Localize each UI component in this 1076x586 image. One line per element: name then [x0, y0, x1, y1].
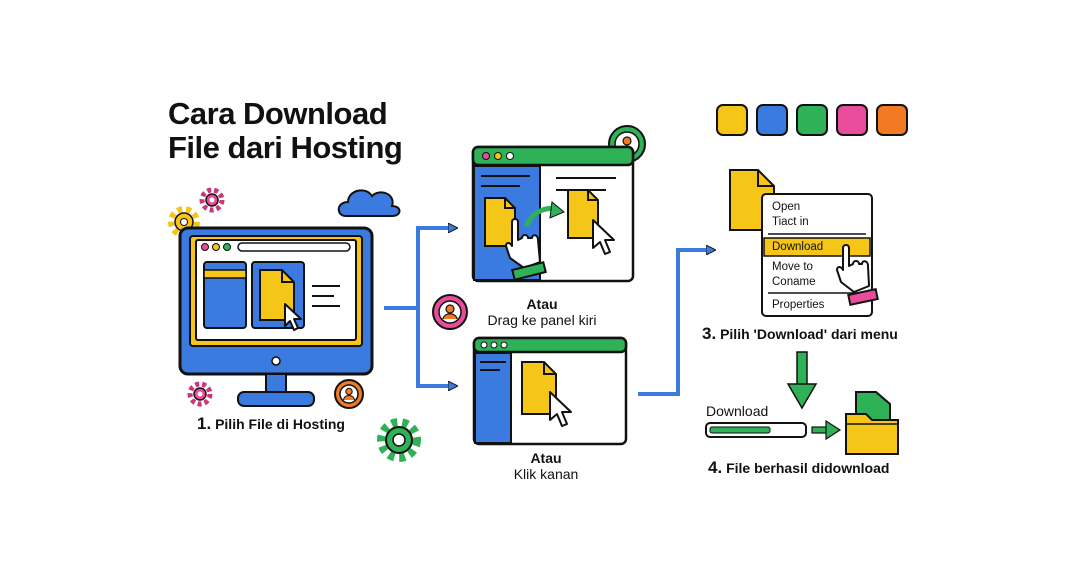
- step-text: Pilih 'Download' dari menu: [720, 326, 898, 342]
- download-label: Download: [706, 403, 769, 419]
- cursor-icon: [549, 391, 572, 427]
- file-icon: [567, 189, 599, 239]
- download-progress: [705, 422, 807, 438]
- swatch-orange: [876, 104, 908, 136]
- step-1-label: 1. Pilih File di Hosting: [197, 414, 345, 434]
- cursor-icon: [592, 219, 615, 255]
- swatch-yellow: [716, 104, 748, 136]
- hand-pointer-icon: [505, 218, 547, 281]
- hand-pointer-icon: [836, 244, 879, 306]
- menu-item-properties: Properties: [772, 299, 825, 311]
- page-title: Cara Download File dari Hosting: [168, 96, 403, 165]
- cloud-icon: [337, 189, 401, 217]
- swatch-green: [796, 104, 828, 136]
- menu-item-coname: Coname: [772, 276, 816, 288]
- context-window: [472, 336, 628, 446]
- title-line-1: Cara Download: [168, 96, 388, 131]
- user-icon: [334, 379, 364, 409]
- option-text: Drag ke panel kiri: [487, 312, 597, 328]
- menu-item-move-to: Move to: [772, 261, 813, 273]
- swatch-pink: [836, 104, 868, 136]
- step-number: 3.: [702, 324, 717, 343]
- step-number: 4.: [708, 458, 723, 477]
- drag-window: [471, 145, 635, 283]
- option-b-label: Atau Klik kanan: [496, 450, 596, 482]
- menu-item-tiact-in: Tiact in: [772, 216, 809, 228]
- option-a-label: Atau Drag ke panel kiri: [486, 296, 598, 328]
- context-menu: [729, 169, 879, 317]
- arrow-icon: [384, 228, 454, 386]
- step-3-label: 3. Pilih 'Download' dari menu: [702, 324, 898, 344]
- step-4-label: 4. File berhasil didownload: [708, 458, 889, 478]
- option-text: Klik kanan: [513, 466, 579, 482]
- step-number: 1.: [197, 414, 212, 433]
- folder-icon: [845, 391, 899, 455]
- arrow-icon: [786, 351, 818, 410]
- gear-icon: [377, 418, 421, 462]
- cursor-icon: [284, 303, 302, 331]
- title-line-2: File dari Hosting: [168, 130, 403, 165]
- progress-fill: [709, 426, 771, 434]
- step-text: File berhasil didownload: [726, 460, 890, 476]
- gear-icon: [199, 187, 225, 213]
- arrow-icon: [638, 250, 712, 396]
- user-icon: [432, 294, 468, 330]
- step-text: Pilih File di Hosting: [215, 416, 345, 432]
- swatch-blue: [756, 104, 788, 136]
- option-head: Atau: [530, 450, 562, 466]
- file-icon: [484, 197, 516, 247]
- menu-item-download: Download: [772, 241, 824, 253]
- option-head: Atau: [526, 296, 558, 312]
- monitor-icon: [178, 226, 374, 407]
- menu-item-open: Open: [772, 201, 801, 213]
- arrow-icon: [811, 419, 842, 441]
- color-palette: [716, 104, 908, 136]
- gear-icon: [187, 381, 213, 407]
